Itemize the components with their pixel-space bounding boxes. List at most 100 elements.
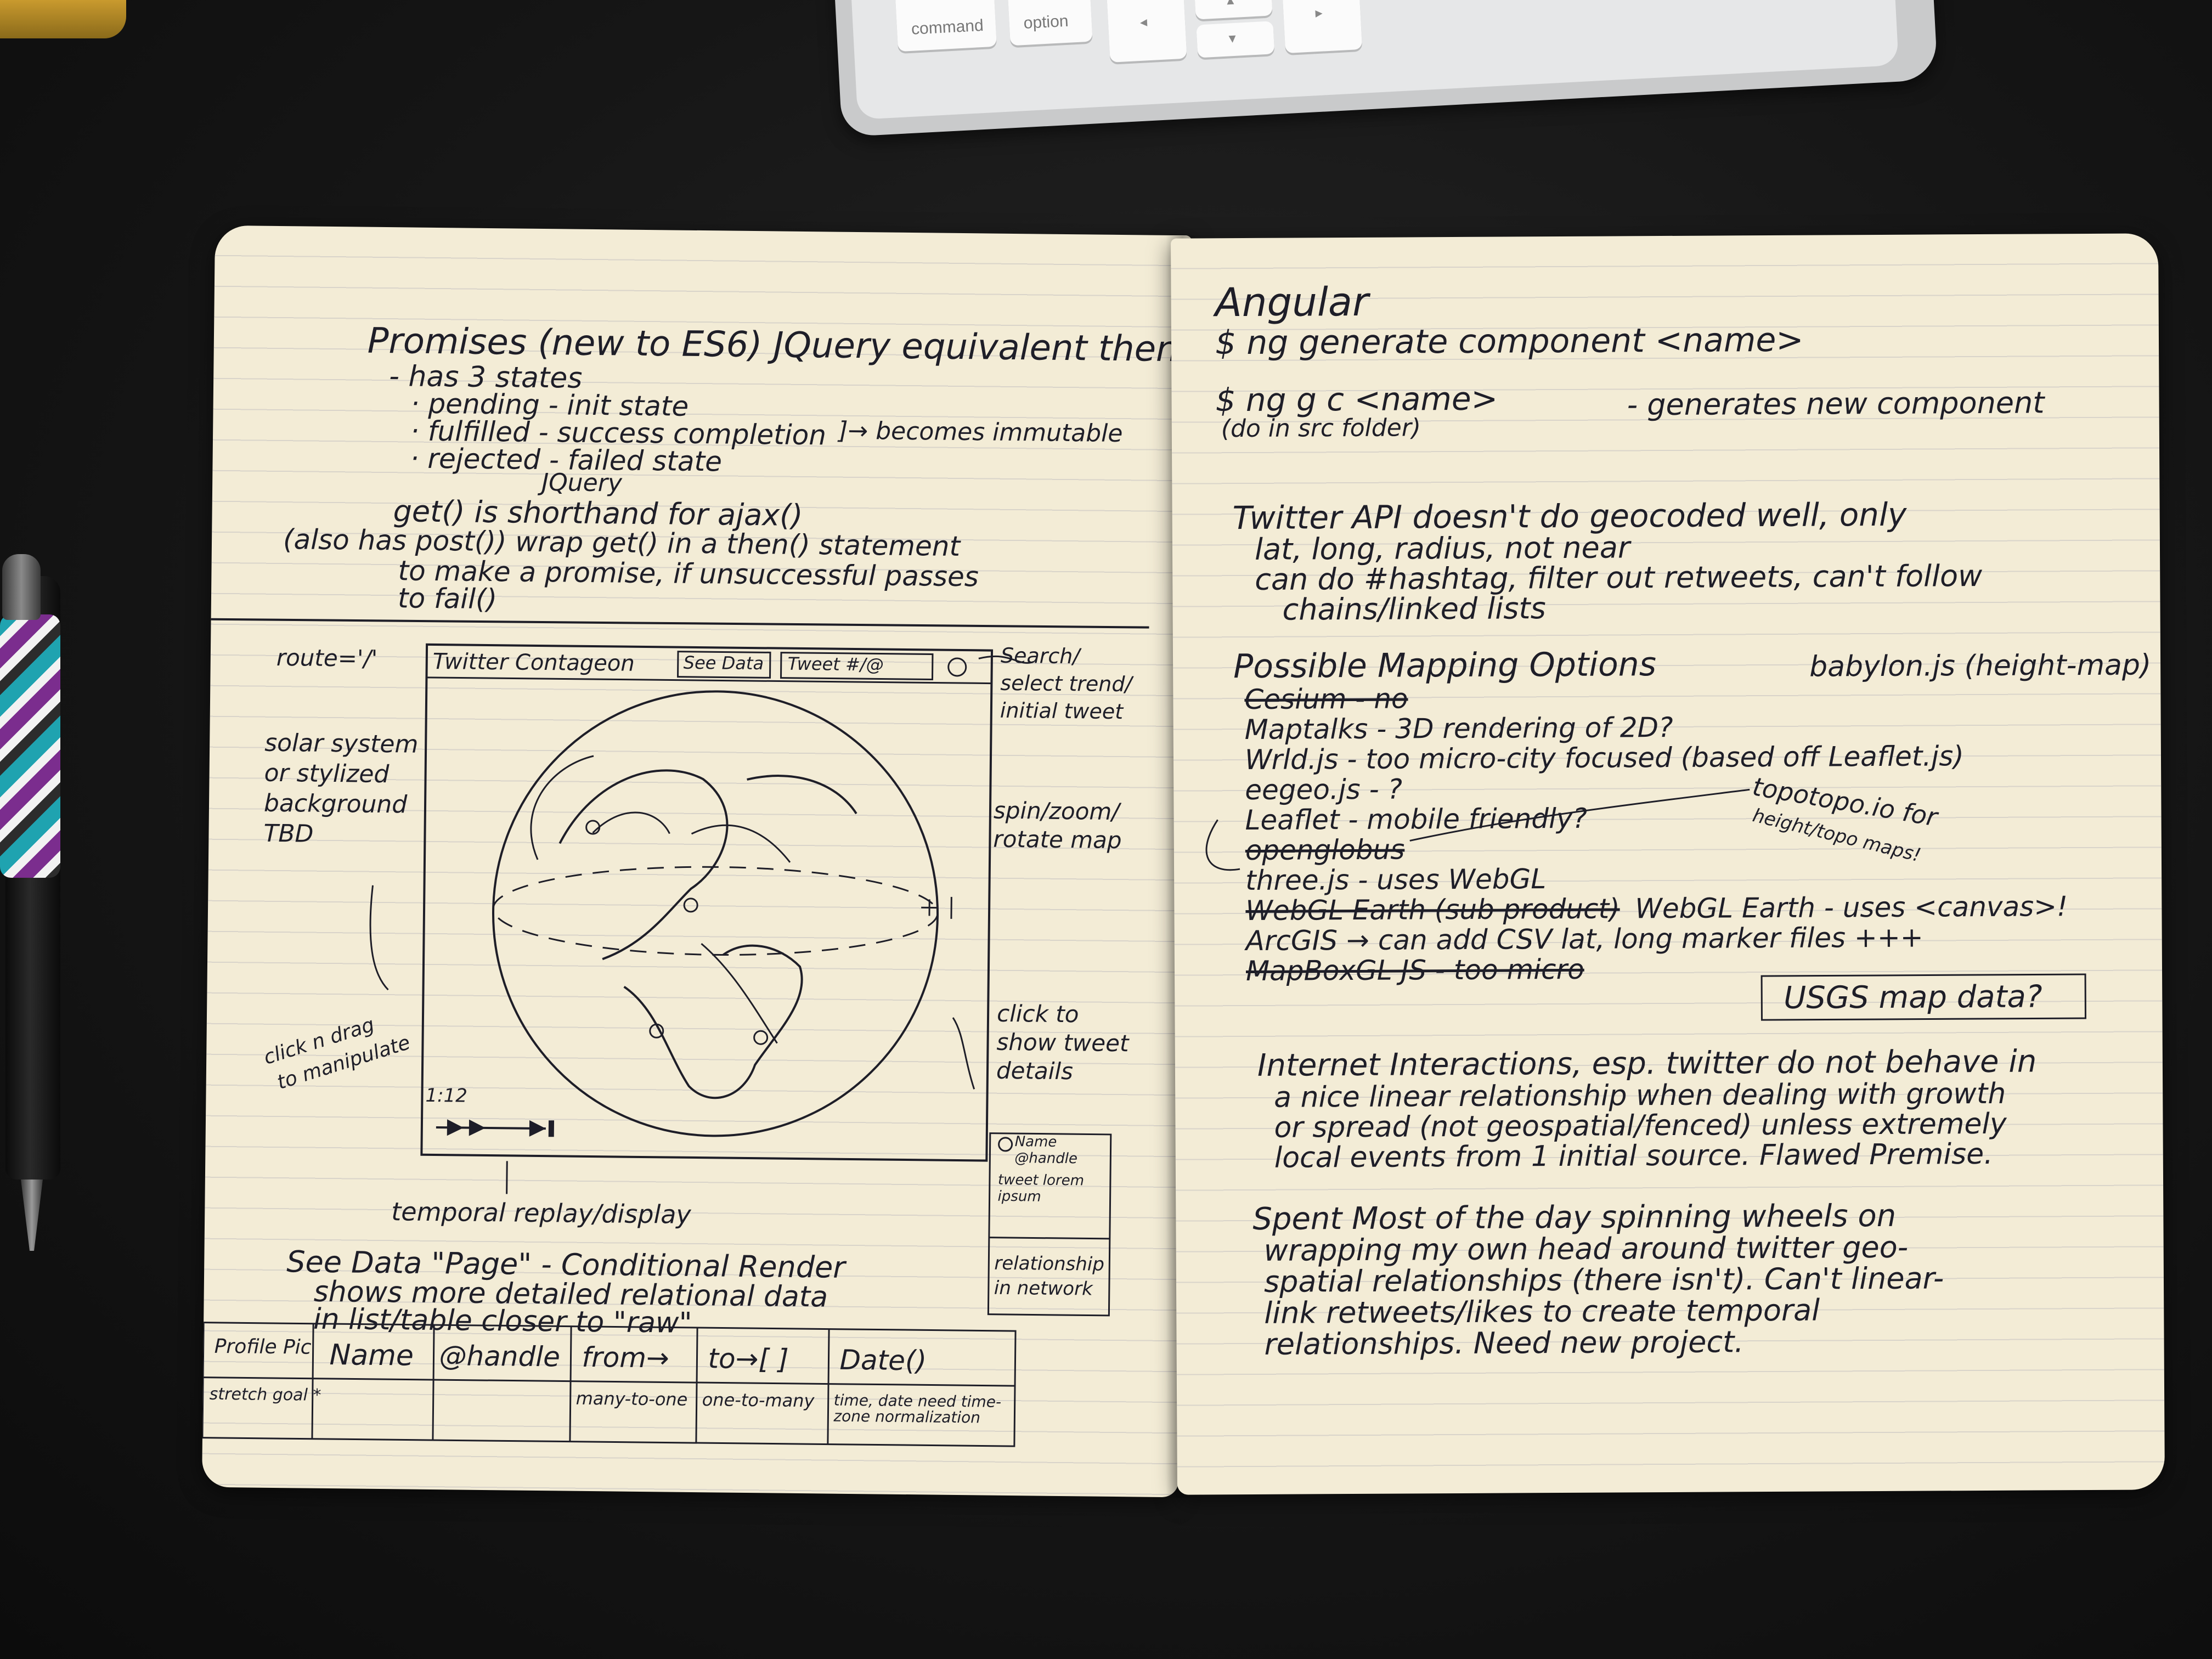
data-table-column-line xyxy=(311,1323,314,1439)
table-note-date: time, date need time-zone normalization xyxy=(833,1391,1002,1427)
mapping-option-wrld: Wrld.js - too micro-city focused (based … xyxy=(1244,740,1964,776)
background-note-1: solar system xyxy=(264,729,419,759)
app-title: Twitter Contageon xyxy=(432,648,635,676)
up-arrow-key: ▴ xyxy=(1194,0,1273,20)
temporal-note: temporal replay/display xyxy=(391,1197,691,1229)
ng-description: - generates new component xyxy=(1627,385,2045,422)
right-page-sketch xyxy=(1205,788,2086,1021)
see-data-line-3: in list/table closer to "raw" xyxy=(313,1302,692,1340)
pen-clip xyxy=(2,554,41,620)
time-readout: 1:12 xyxy=(425,1084,468,1107)
background-note-2: or stylized xyxy=(264,759,390,789)
command-label: command xyxy=(911,16,984,38)
data-table-column-line xyxy=(569,1326,572,1442)
spin-note-2: rotate map xyxy=(993,825,1122,854)
play-icon xyxy=(529,1120,555,1137)
table-header-profile-pic: Profile Pic xyxy=(214,1335,312,1359)
data-table-column-line xyxy=(695,1328,698,1443)
background-note-4: TBD xyxy=(263,819,314,848)
mapping-option-mapboxgl: MapBoxGL JS - too micro xyxy=(1245,953,1584,988)
tweet-card-body-1: tweet lorem xyxy=(997,1171,1085,1189)
continent-lines xyxy=(558,769,857,1099)
table-note-many-to-one: many-to-one xyxy=(575,1387,688,1410)
table-note-one-to-many: one-to-many xyxy=(702,1389,815,1412)
table-header-handle: @handle xyxy=(439,1340,561,1373)
mapping-arrow xyxy=(1205,819,1240,871)
pen-grip xyxy=(0,614,60,878)
mapping-option-cesium: Cesium - no xyxy=(1244,682,1408,716)
section-divider xyxy=(211,618,1149,629)
src-folder-note: (do in src folder) xyxy=(1221,414,1421,443)
search-icon xyxy=(947,657,967,677)
mapping-option-eegeo: eegeo.js - ? xyxy=(1245,773,1403,806)
post-line: (also has post()) wrap get() in a then()… xyxy=(283,523,961,562)
globe-equator xyxy=(492,866,939,956)
immutable-note: ]→ becomes immutable xyxy=(838,416,1123,448)
table-header-to: to→[ ] xyxy=(708,1342,789,1375)
data-table-column-line xyxy=(827,1329,830,1444)
table-note-stretch-goal: stretch goal * xyxy=(209,1384,321,1405)
spin-note-1: spin/zoom/ xyxy=(993,797,1120,826)
search-note-1: Search/ xyxy=(1000,643,1080,669)
see-data-button: See Data xyxy=(683,652,764,674)
spent-para-line-4: link retweets/likes to create temporal xyxy=(1264,1293,1820,1330)
table-header-from: from→ xyxy=(582,1341,670,1374)
table-header-date: Date() xyxy=(839,1344,927,1377)
search-note-3: initial tweet xyxy=(1000,698,1124,724)
babylon-note: babylon.js (height-map) xyxy=(1809,648,2152,684)
background-arrow xyxy=(369,885,389,991)
twitter-api-line-3: can do #hashtag, filter out retweets, ca… xyxy=(1255,558,1983,597)
avatar-icon xyxy=(998,1137,1013,1152)
spent-para-line-3: spatial relationships (there isn't). Can… xyxy=(1263,1261,1944,1299)
search-note-2: select trend/ xyxy=(1000,670,1132,697)
usgs-box-outline xyxy=(1760,973,2086,1021)
click-arrow xyxy=(952,1017,975,1090)
jquery-label: JQuery xyxy=(541,469,623,498)
rewind-icon xyxy=(447,1119,486,1136)
relationship-label-2: in network xyxy=(994,1277,1093,1300)
internet-para-line-4: local events from 1 initial source. Flaw… xyxy=(1274,1137,1993,1175)
right-page: Angular $ ng generate component <name> $… xyxy=(1171,233,2165,1495)
tweet-arcs xyxy=(530,755,791,1044)
usgs-box: USGS map data? xyxy=(1784,979,2042,1016)
tweet-input-box xyxy=(780,652,934,680)
data-table-header-line xyxy=(203,1376,1015,1387)
left-page-sketch xyxy=(202,618,1149,1447)
globe-outline xyxy=(492,690,939,1137)
tweet-detail-box xyxy=(987,1132,1112,1317)
route-label: route='/' xyxy=(276,644,378,672)
tweet-card-body-2: ipsum xyxy=(997,1188,1041,1205)
webgl-earth-note: WebGL Earth - uses <canvas>! xyxy=(1635,890,2068,925)
left-arrow-key: ◂ xyxy=(1106,0,1187,63)
ng-short: $ ng g c <name> xyxy=(1215,380,1498,419)
angular-title: Angular xyxy=(1215,278,1369,326)
mapping-title: Possible Mapping Options xyxy=(1233,645,1657,686)
map-marker xyxy=(649,1023,664,1039)
mapping-option-threejs: three.js - uses WebGL xyxy=(1245,863,1547,897)
map-marker xyxy=(585,820,601,835)
rotate-arrows-icon xyxy=(921,896,952,919)
map-marker xyxy=(683,898,698,913)
table-header-name: Name xyxy=(329,1339,414,1373)
topotopo-arrow xyxy=(1409,788,1750,842)
right-arrow-key: ▸ xyxy=(1282,0,1363,54)
notebook: Promises (new to ES6) JQuery equivalent … xyxy=(202,225,2165,1498)
tweet-input: Tweet #/@ xyxy=(787,653,884,675)
fail-line: to fail() xyxy=(397,582,498,616)
mapping-option-arcgis: ArcGIS → can add CSV lat, long marker fi… xyxy=(1245,921,1923,957)
map-marker xyxy=(753,1030,769,1045)
search-arrow xyxy=(978,655,1034,664)
background-note-3: background xyxy=(263,789,408,819)
relationship-label-1: relationship xyxy=(994,1252,1105,1276)
see-data-box xyxy=(677,651,771,679)
app-header-line xyxy=(426,676,992,685)
yellow-object xyxy=(0,0,126,38)
click-tweet-note-2: show tweet xyxy=(996,1028,1129,1057)
tweet-card-name: Name xyxy=(1014,1133,1057,1150)
pen xyxy=(0,554,88,1262)
twitter-api-line-4: chains/linked lists xyxy=(1282,591,1546,627)
command-key: ⌘ command xyxy=(894,0,997,52)
down-arrow-key: ▾ xyxy=(1196,21,1275,58)
app-frame xyxy=(420,643,994,1162)
click-tweet-note-3: details xyxy=(996,1057,1074,1085)
